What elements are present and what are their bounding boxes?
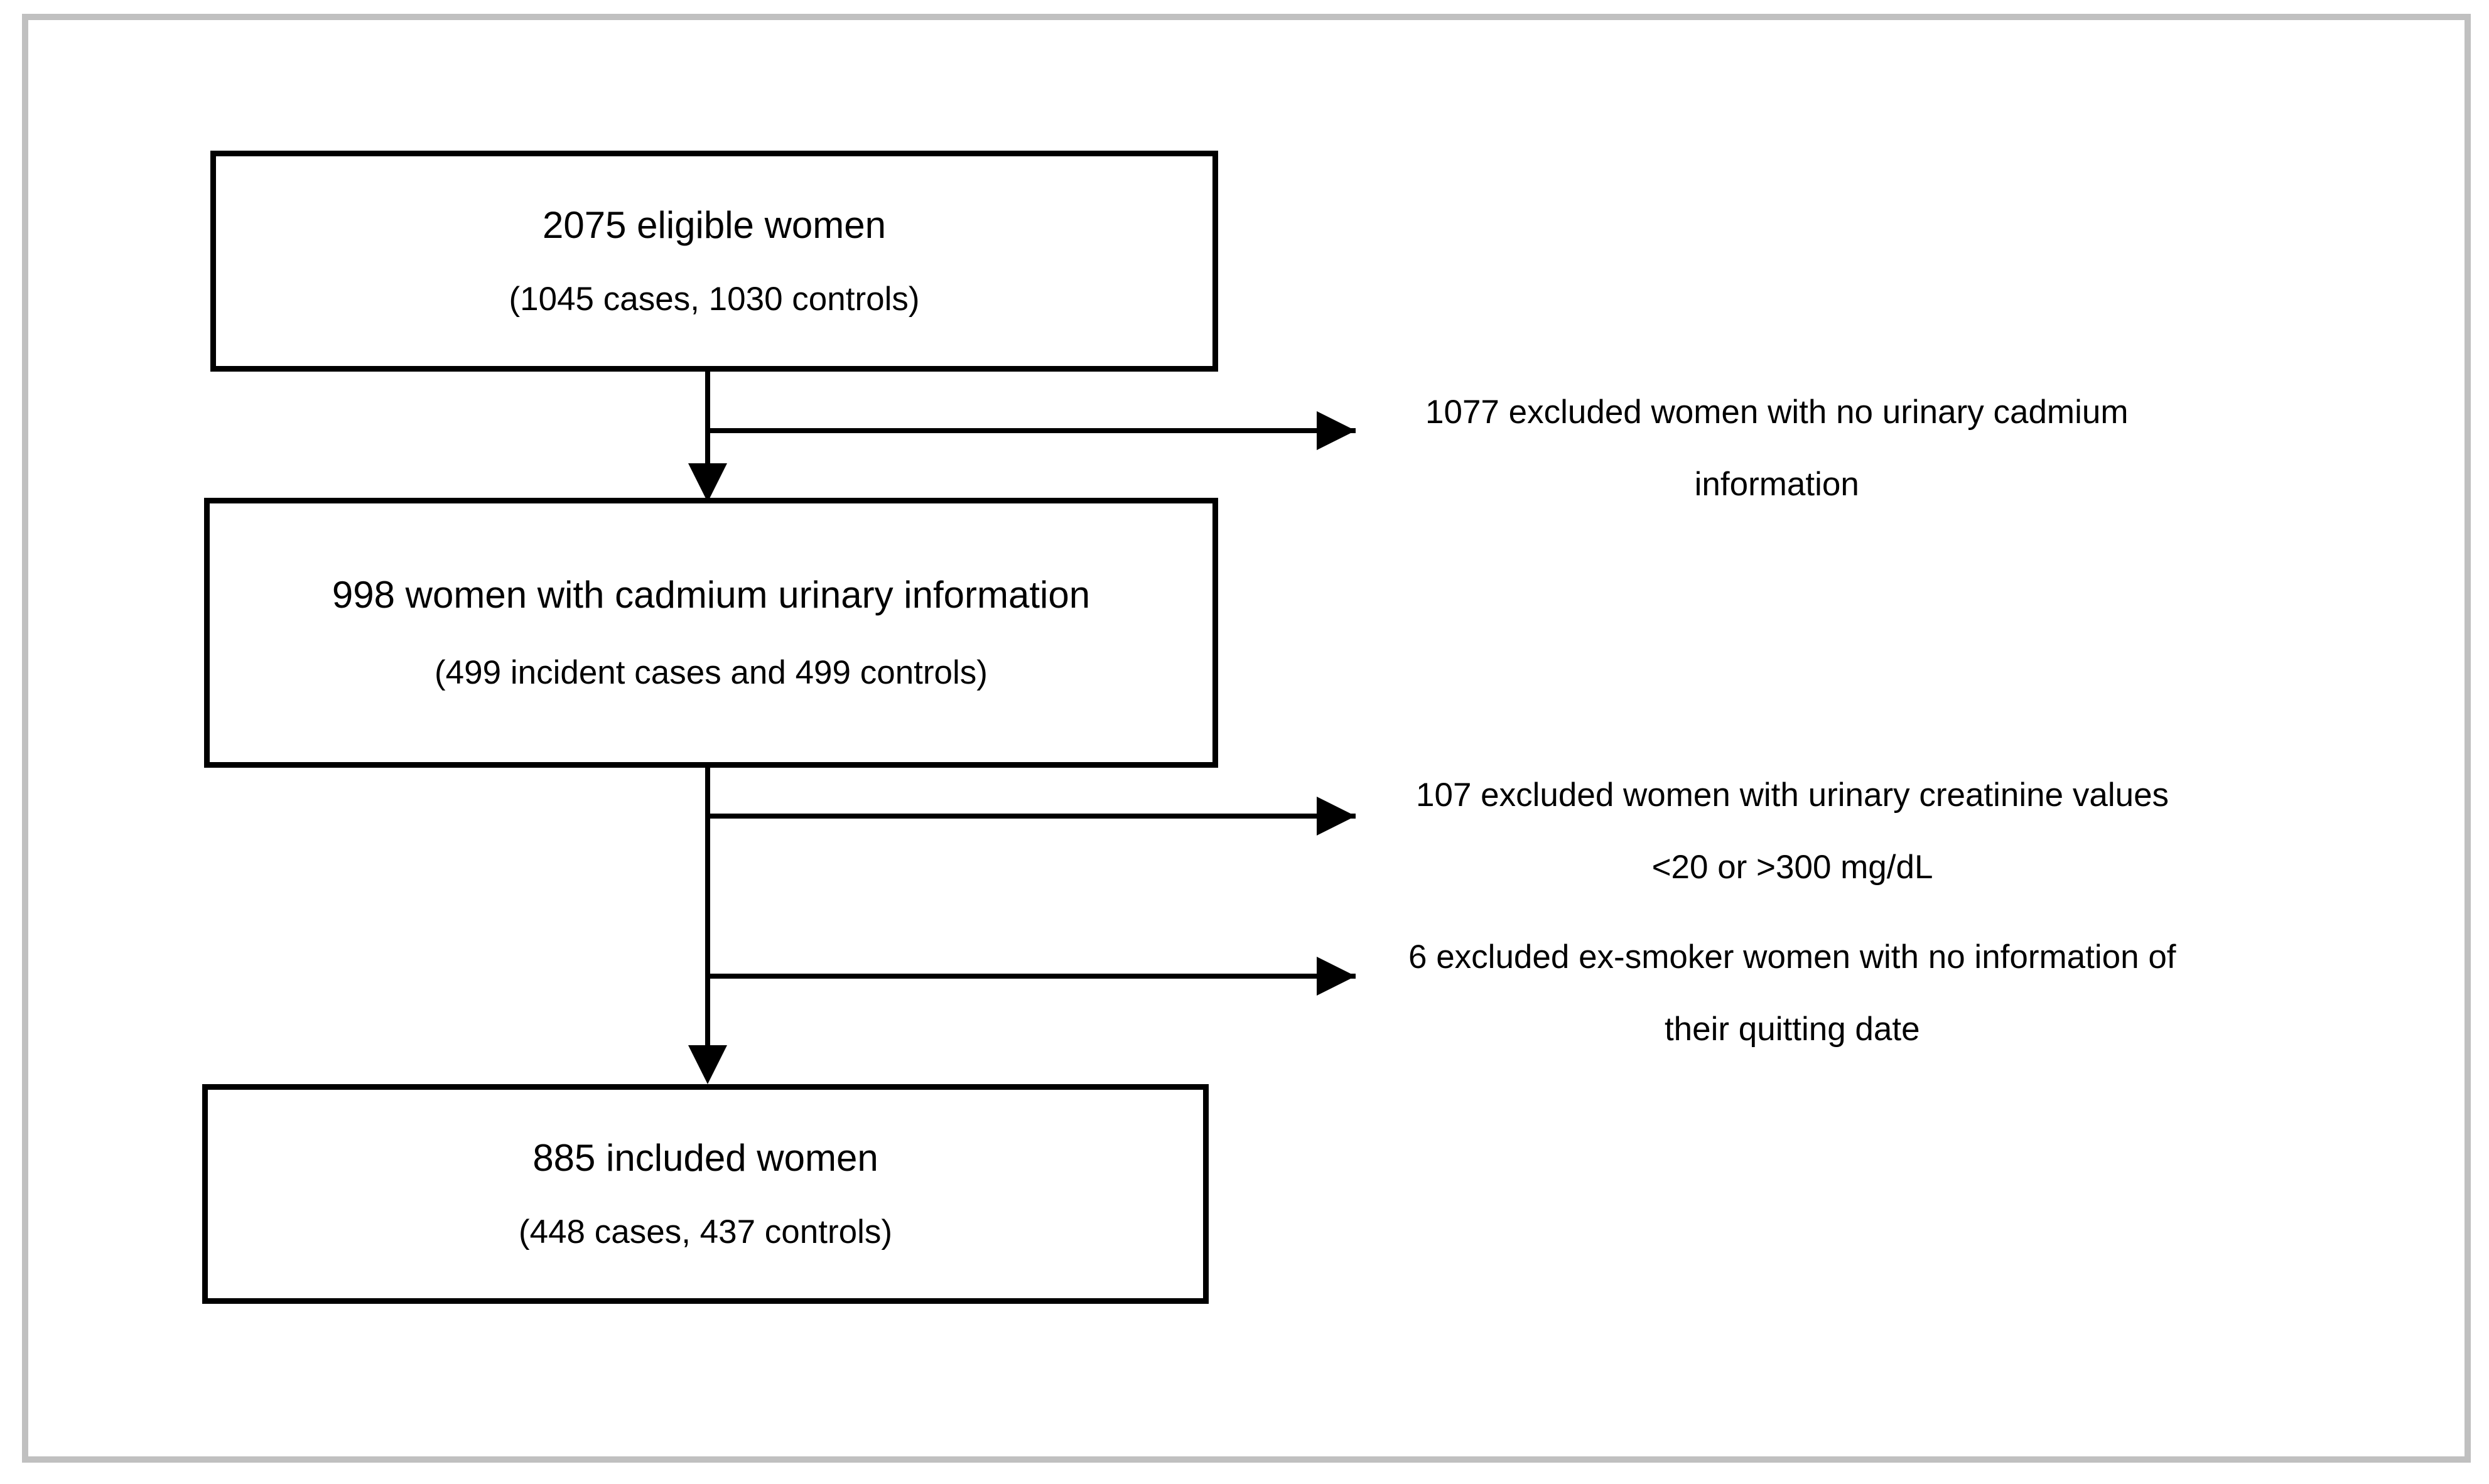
exclusion-note-creatinine-line1: 107 excluded women with urinary creatini…: [1416, 777, 2169, 814]
exclusion-note-creatinine-range: 107 excluded women with urinary creatini…: [1416, 778, 2169, 884]
exclusion-arrow-ex-smoker: [708, 974, 1356, 979]
arrowhead-down-to-cadmium-box: [688, 463, 727, 502]
flow-box-eligible-primary-label: 2075 eligible women: [542, 203, 887, 246]
arrowhead-right-ex-smoker: [1317, 957, 1356, 996]
flow-box-included-primary-label: 885 included women: [532, 1136, 878, 1179]
connector-line-eligible-to-cadmium: [705, 372, 710, 467]
arrowhead-down-to-included-box: [688, 1045, 727, 1084]
exclusion-note-ex-smoker: 6 excluded ex-smoker women with no infor…: [1408, 940, 2176, 1046]
exclusion-note-ex-smoker-line2: their quitting date: [1664, 1011, 1920, 1048]
exclusion-note-creatinine-line2: <20 or >300 mg/dL: [1651, 849, 1933, 886]
flow-box-included-secondary-label: (448 cases, 437 controls): [518, 1213, 893, 1250]
flow-box-cadmium: 998 women with cadmium urinary informati…: [204, 498, 1218, 768]
arrowhead-right-no-cadmium: [1317, 411, 1356, 450]
exclusion-note-ex-smoker-line1: 6 excluded ex-smoker women with no infor…: [1408, 938, 2176, 976]
connector-line-cadmium-to-included: [705, 768, 710, 1050]
exclusion-arrow-creatinine-range: [708, 814, 1356, 819]
flow-box-included: 885 included women (448 cases, 437 contr…: [202, 1084, 1209, 1304]
exclusion-note-no-cadmium-line1: 1077 excluded women with no urinary cadm…: [1425, 394, 2129, 431]
exclusion-arrow-no-cadmium: [708, 428, 1356, 433]
flow-box-eligible-secondary-label: (1045 cases, 1030 controls): [509, 280, 920, 318]
exclusion-note-no-cadmium: 1077 excluded women with no urinary cadm…: [1425, 395, 2128, 501]
flow-box-cadmium-primary-label: 998 women with cadmium urinary informati…: [332, 573, 1091, 616]
arrowhead-right-creatinine-range: [1317, 797, 1356, 836]
flow-box-eligible: 2075 eligible women (1045 cases, 1030 co…: [210, 151, 1218, 372]
flow-box-cadmium-secondary-label: (499 incident cases and 499 controls): [435, 653, 988, 691]
exclusion-note-no-cadmium-line2: information: [1694, 466, 1859, 503]
